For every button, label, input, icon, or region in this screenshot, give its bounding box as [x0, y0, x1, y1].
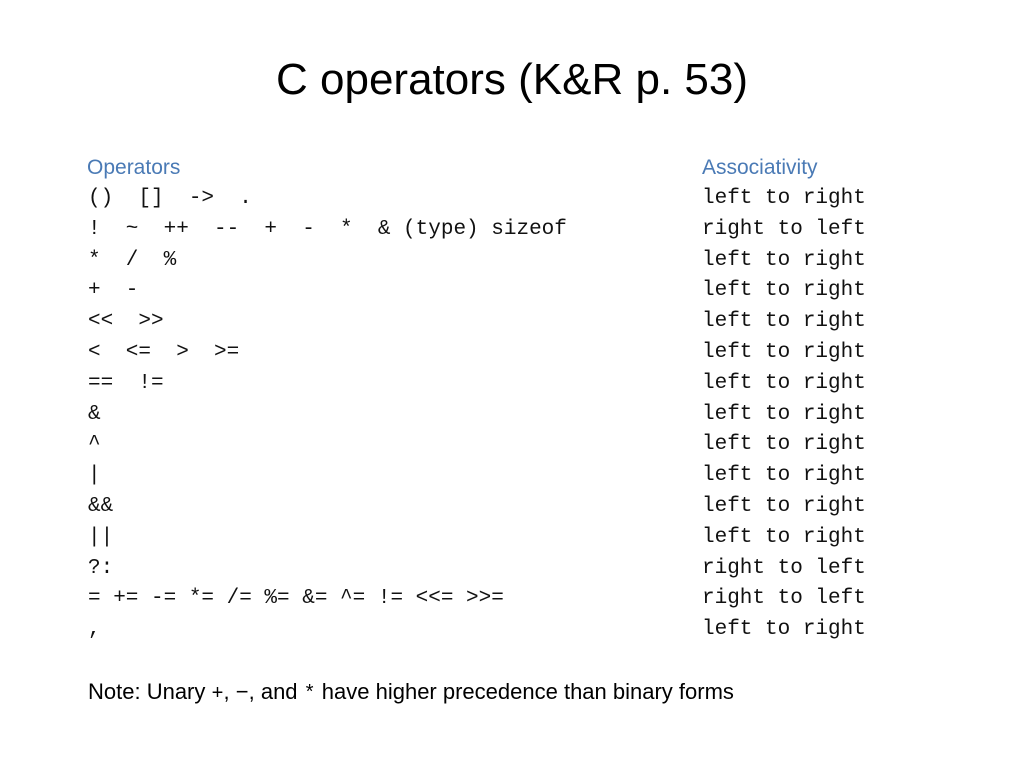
operators-cell: == != [88, 371, 164, 395]
table-row: || left to right [0, 523, 1024, 554]
table-row: ?: right to left [0, 554, 1024, 585]
associativity-header: Associativity [702, 156, 818, 179]
table-row: ^ left to right [0, 430, 1024, 461]
table-row: + - left to right [0, 276, 1024, 307]
associativity-cell: left to right [702, 402, 866, 426]
note-prefix: Note: Unary [88, 679, 212, 704]
table-row: = += -= *= /= %= &= ^= != <<= >>= right … [0, 584, 1024, 615]
operators-cell: | [88, 464, 101, 488]
operators-cell: ?: [88, 556, 114, 580]
slide-title: C operators (K&R p. 53) [276, 55, 748, 104]
operators-cell: , [88, 618, 101, 642]
associativity-cell: left to right [702, 618, 866, 642]
table-row: () [] -> . left to right [0, 184, 1024, 215]
table-row: & left to right [0, 400, 1024, 431]
operators-cell: < <= > >= [88, 340, 240, 364]
note-unary-plus: + [211, 683, 224, 706]
associativity-cell: left to right [702, 310, 866, 334]
note-separator: , and [248, 679, 304, 704]
associativity-cell: right to left [702, 556, 866, 580]
associativity-cell: right to left [702, 587, 866, 611]
table-row: , left to right [0, 615, 1024, 646]
operators-cell: || [88, 525, 114, 549]
note-unary-minus: − [235, 679, 249, 704]
operators-cell: << >> [88, 310, 164, 334]
operators-cell: = += -= *= /= %= &= ^= != <<= >>= [88, 587, 504, 611]
associativity-cell: left to right [702, 340, 866, 364]
table-row: | left to right [0, 461, 1024, 492]
operators-cell: & [88, 402, 101, 426]
operators-cell: ^ [88, 433, 101, 457]
operators-cell: () [] -> . [88, 187, 252, 210]
table-row: < <= > >= left to right [0, 338, 1024, 369]
associativity-cell: left to right [702, 279, 866, 303]
note-unary-star: * [303, 683, 316, 706]
associativity-cell: left to right [702, 433, 866, 457]
table-row: == != left to right [0, 369, 1024, 400]
note-suffix: have higher precedence than binary forms [315, 679, 734, 704]
operators-header: Operators [87, 156, 181, 179]
operators-cell: * / % [88, 248, 177, 272]
associativity-cell: left to right [702, 371, 866, 395]
operators-cell: && [88, 494, 114, 518]
associativity-cell: left to right [702, 525, 866, 549]
associativity-cell: right to left [702, 217, 866, 241]
note-separator: , [223, 679, 236, 704]
operators-cell: + - [88, 279, 139, 303]
associativity-cell: left to right [702, 248, 866, 272]
associativity-cell: left to right [702, 464, 866, 488]
operators-cell: ! ~ ++ -- + - * & (type) sizeof [88, 217, 567, 241]
precedence-note: Note: Unary +, −, and * have higher prec… [88, 676, 734, 711]
associativity-cell: left to right [702, 187, 866, 210]
table-row: * / % left to right [0, 246, 1024, 277]
table-row: << >> left to right [0, 307, 1024, 338]
operator-table: () [] -> . left to right ! ~ ++ -- + - *… [0, 184, 1024, 646]
table-row: ! ~ ++ -- + - * & (type) sizeof right to… [0, 215, 1024, 246]
associativity-cell: left to right [702, 494, 866, 518]
table-row: && left to right [0, 492, 1024, 523]
